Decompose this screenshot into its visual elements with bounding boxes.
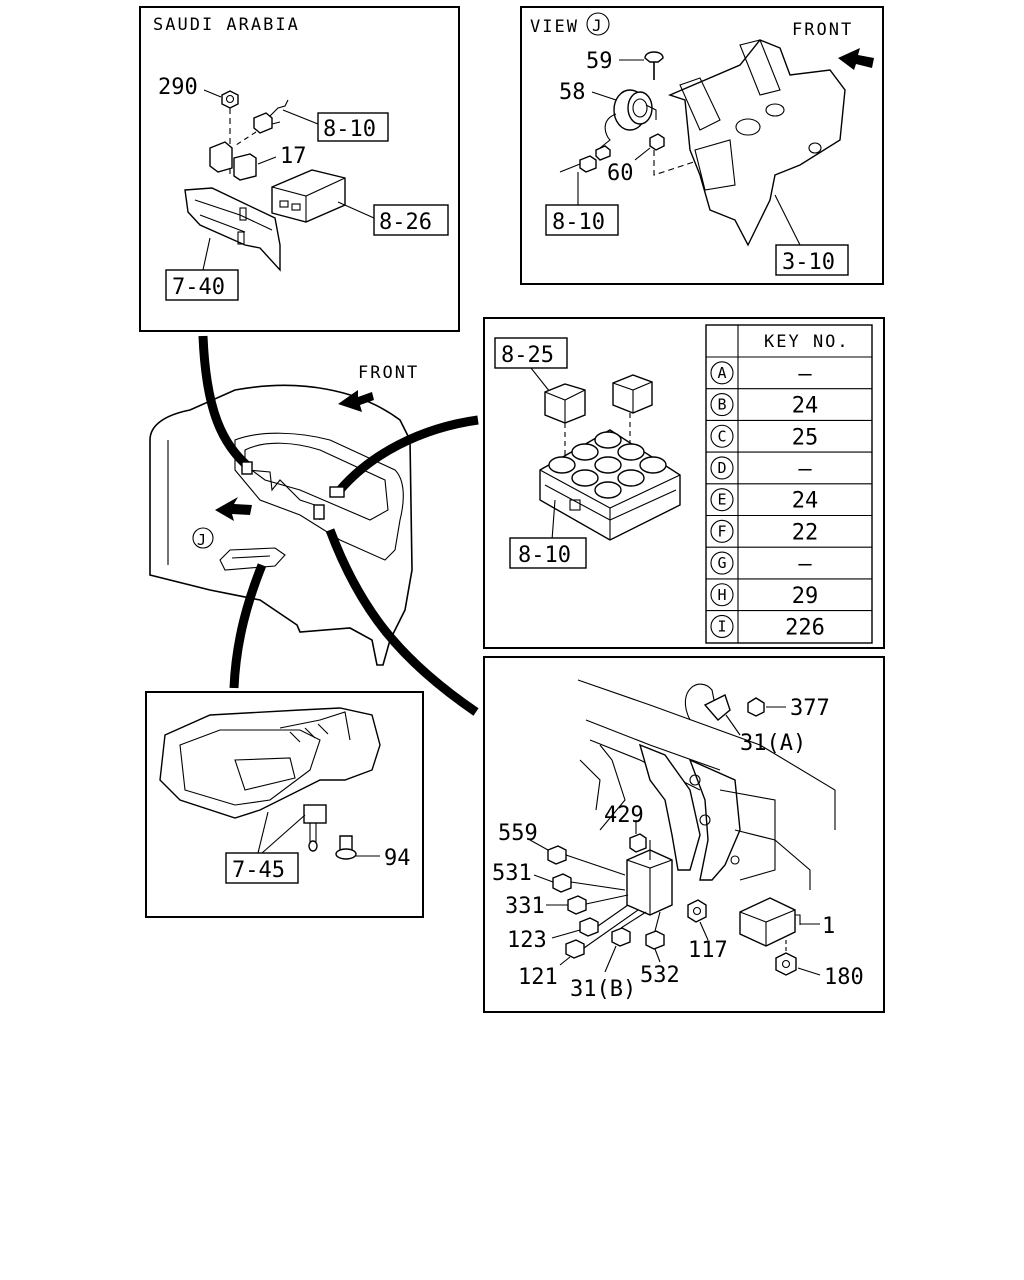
panel-lower-right: 377 31(A) 429 559 531 331 123 121 31: [483, 656, 885, 1013]
leader-saudi-to-cab: [198, 335, 253, 472]
callout-531: 531: [492, 861, 532, 886]
view-j-front-arrow-icon: [838, 48, 874, 70]
ref-7-40-saudi: 7-40: [172, 275, 225, 300]
key-letter-circle: [710, 456, 734, 480]
key-value: —: [798, 552, 812, 577]
ref-8-25-relay: 8-25: [501, 343, 554, 368]
view-j-circle: [586, 12, 610, 36]
callout-290: 290: [158, 75, 198, 100]
key-letter-circle: [710, 519, 734, 543]
ref-8-10-viewj: 8-10: [552, 210, 605, 235]
leader-relay-to-cab: [336, 415, 479, 493]
view-j-title: VIEW: [530, 17, 579, 37]
key-letter: C: [717, 427, 726, 445]
ref-8-10-relay: 8-10: [518, 543, 571, 568]
key-letter-circle: [710, 361, 734, 385]
key-letter: H: [717, 586, 726, 604]
callout-31b: 31(B): [570, 977, 636, 1002]
key-value: —: [798, 457, 812, 482]
view-j-letter: J: [592, 16, 602, 35]
key-letter-circle: [710, 424, 734, 448]
panel-saudi-arabia: SAUDI ARABIA 290 8-10 17 8-26: [139, 6, 460, 332]
callout-59: 59: [586, 49, 613, 74]
callout-180: 180: [824, 965, 864, 990]
key-letter-circle: [710, 614, 734, 639]
key-value: 24: [792, 489, 819, 514]
callout-1: 1: [822, 914, 835, 939]
view-j-front-label: FRONT: [792, 20, 853, 40]
front-arrow-j-icon: [215, 497, 252, 521]
key-value: 25: [792, 425, 819, 450]
key-letter: G: [717, 554, 726, 572]
key-value: 29: [792, 584, 819, 609]
callout-58: 58: [559, 80, 586, 105]
saudi-title: SAUDI ARABIA: [153, 15, 300, 35]
callout-429: 429: [604, 803, 644, 828]
key-letter-circle: [710, 583, 734, 607]
panel-lower-left: 7-45 94: [145, 691, 424, 918]
callout-31a: 31(A): [740, 731, 806, 756]
callout-559: 559: [498, 821, 538, 846]
leader-lowerright-to-cab: [325, 528, 479, 716]
key-value: 24: [792, 394, 819, 419]
panel-view-j: VIEW J FRONT 59 58 8-10 60: [520, 6, 884, 285]
key-value: 22: [792, 520, 819, 545]
callout-331: 331: [505, 894, 545, 919]
key-letter: B: [717, 396, 726, 414]
main-front-arrow-icon: [338, 390, 374, 412]
key-value: —: [798, 362, 812, 387]
view-j-marker: [192, 527, 214, 549]
key-letter-circle: [710, 551, 734, 575]
key-letter-circle: [710, 392, 734, 417]
key-letter: E: [717, 491, 726, 509]
main-view-letter: J: [197, 531, 206, 549]
leader-lowerleft-to-cab: [229, 563, 267, 689]
key-letter: F: [717, 522, 726, 540]
callout-94: 94: [384, 846, 411, 871]
ref-8-26-saudi: 8-26: [379, 210, 432, 235]
ref-7-45-lower: 7-45: [232, 858, 285, 883]
key-value: 226: [785, 615, 825, 640]
callout-117: 117: [688, 938, 728, 963]
key-table-header: KEY NO.: [764, 332, 850, 352]
ref-8-10-saudi: 8-10: [323, 117, 376, 142]
key-letter: A: [717, 364, 726, 382]
callout-121: 121: [518, 965, 558, 990]
callout-17: 17: [280, 144, 307, 169]
callout-532: 532: [640, 963, 680, 988]
main-cab-drawing: J FRONT: [149, 363, 419, 666]
key-letter: D: [717, 459, 726, 477]
key-letter-circle: [710, 488, 734, 512]
callout-123: 123: [507, 928, 547, 953]
ref-3-10-viewj: 3-10: [782, 250, 835, 275]
main-front-label: FRONT: [358, 363, 419, 383]
callout-60: 60: [607, 161, 634, 186]
callout-377: 377: [790, 696, 830, 721]
key-letter: I: [717, 617, 726, 635]
